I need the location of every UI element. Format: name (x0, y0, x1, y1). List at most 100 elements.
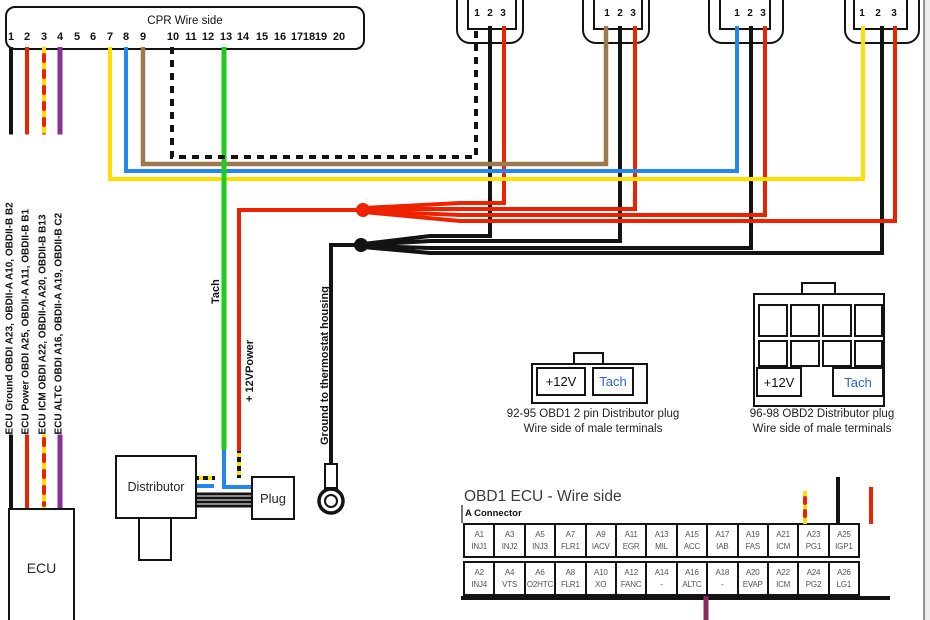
ecu-table-bottom-rule (461, 596, 890, 600)
ecu-pin-signal: LG1 (836, 579, 852, 589)
cpr-pin-number: 19 (314, 31, 328, 43)
ecu-pin-id: A8 (565, 567, 576, 577)
wire-conn3-pin3 (363, 26, 767, 217)
ecu-label: ECU (26, 560, 57, 576)
ecu-pin-signal: INJ1 (471, 541, 488, 551)
ecu-pin-id: A16 (685, 567, 699, 577)
ecu-pin-id: A26 (837, 567, 851, 577)
ecu-pin-signal: O2HTC (526, 579, 554, 589)
obd2-12v-label: +12V (763, 374, 795, 390)
connector-4-pin-number: 3 (891, 8, 897, 19)
obd2-empty-cell (822, 304, 852, 337)
ring-terminal (317, 463, 345, 515)
a-connector-label: A Connector (465, 508, 522, 519)
ecu-pin-signal: INJ2 (501, 541, 518, 551)
wire-ground-run (329, 243, 361, 465)
connector-3-pin-number: 3 (760, 8, 766, 19)
connector-1-pin-number: 1 (474, 8, 480, 19)
wire-conn1-pin3 (363, 26, 506, 210)
ecu-pin-signal: - (660, 579, 663, 589)
obd2-plug-tach-cell: Tach (832, 367, 884, 397)
ecu-pin-signal: ACC (683, 541, 701, 551)
connector-3-pin-number: 1 (734, 8, 740, 19)
ecu-pin-id: A17 (715, 529, 730, 539)
ecu-table-cell: A14- (645, 561, 678, 596)
cpr-pin-number: 15 (255, 31, 269, 43)
ecu-pin-signal: FLR1 (560, 541, 580, 551)
ecu-pin-signal: XO (595, 579, 607, 589)
ecu-pin-id: A20 (745, 567, 760, 577)
obd2-plug-12v-cell: +12V (756, 367, 802, 397)
cpr-pin-number: 10 (166, 31, 180, 43)
ecu-pin-id: A10 (593, 567, 608, 577)
ecu-pin-signal: MIL (655, 541, 668, 551)
connector-2-pin-number: 2 (617, 8, 623, 19)
connector-2-inner (593, 0, 643, 30)
obd2-empty-cell (790, 340, 820, 367)
obd2-empty-cell (854, 304, 883, 337)
ecu-pin-signal: FANC (620, 579, 642, 589)
cpr-pin-number: 12 (201, 31, 215, 43)
distributor-box: Distributor (115, 455, 197, 519)
left-wire-label-icm: ECU ICM OBDI A22, OBDII-A A20, OBDII-B B… (36, 134, 50, 435)
dashed-yellow-black-wires (197, 451, 241, 480)
red-wires (25, 26, 897, 524)
cpr-pin-number: 5 (73, 31, 81, 43)
distributor-shaft-box (138, 519, 172, 561)
ecu-pin-id: A11 (624, 529, 638, 539)
ring-terminal-ring-outer (317, 487, 345, 515)
wire-conn1-pin2 (362, 26, 492, 246)
ecu-pin-signal: ICM (776, 579, 791, 589)
obd2-empty-cell (822, 340, 852, 367)
obd2-empty-cell (854, 340, 883, 367)
obd1-12v-label: +12V (545, 374, 577, 389)
ecu-pin-id: A21 (776, 529, 790, 539)
cpr-pin-number: 20 (332, 31, 346, 43)
ecu-pin-id: A23 (806, 529, 821, 539)
obd2-caption-line1: 96-98 OBD2 Distributor plug (749, 408, 895, 420)
ecu-pin-signal: INJ3 (532, 541, 548, 551)
wire-conn4-pin2 (362, 26, 884, 255)
ecu-pin-id: A12 (624, 567, 638, 577)
ecu-pin-id: A18 (715, 567, 730, 577)
connector-4-pin-number: 2 (875, 8, 881, 19)
obd2-empty-cell (758, 304, 788, 337)
ecu-pin-id: A2 (474, 567, 485, 577)
wire-12v-run (237, 208, 363, 451)
ecu-pin-signal: IAB (716, 541, 729, 551)
ecu-pin-id: A25 (837, 529, 851, 539)
ecu-pin-signal: ALTC (682, 579, 702, 589)
ecu-pin-signal: PG1 (805, 541, 822, 551)
obd2-empty-cell (790, 304, 820, 337)
connector-4-pin-number: 1 (859, 8, 865, 19)
cpr-pin-number: 16 (273, 31, 287, 43)
plug-box: Plug (251, 476, 295, 520)
ecu-pin-id: A7 (565, 529, 576, 539)
cpr-title: CPR Wire side (147, 15, 223, 27)
wire-conn4-pin3 (363, 26, 897, 223)
ecu-pin-signal: VTS (502, 579, 518, 589)
black-wires (9, 26, 884, 524)
cpr-pin-number: 2 (23, 31, 31, 43)
ecu-pin-id: A9 (596, 529, 606, 539)
ecu-pin-id: A22 (776, 567, 790, 577)
connector-2-pin-number: 3 (630, 8, 636, 19)
cpr-pin-number: 13 (219, 31, 233, 43)
